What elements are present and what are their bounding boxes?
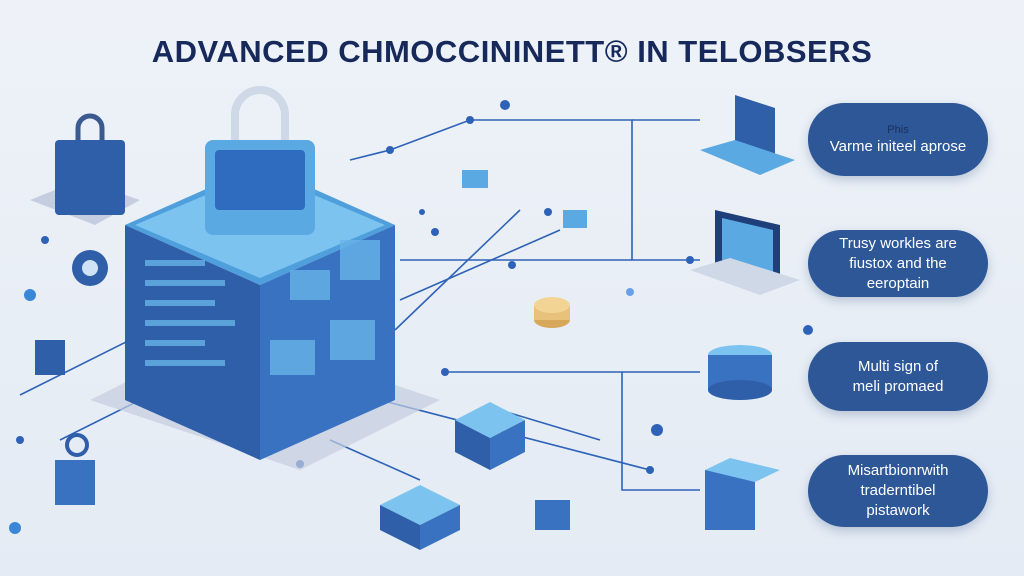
info-pill-2: Trusy workles are fiustox and the eeropt… <box>808 230 988 297</box>
pill-text: Varme initeel aprose <box>829 137 967 155</box>
pill-text: Misartbionrwith <box>847 462 949 479</box>
box-icon-3 <box>535 500 570 530</box>
chip-icon-1 <box>462 170 488 188</box>
pill-text: eeroptain <box>866 274 930 292</box>
small-lock-icon <box>55 433 95 505</box>
pill-label: Phis <box>887 123 909 136</box>
info-pill-4: Misartbionrwith traderntibel pistawork <box>808 455 988 527</box>
server-stack-icon <box>705 458 780 530</box>
database-icon <box>708 345 772 400</box>
pill-text: fiustox and the <box>849 254 947 272</box>
coin-stack-icon <box>534 297 570 328</box>
pill-text: meli promaed <box>852 377 944 395</box>
pill-text: Multi sign of <box>857 357 939 375</box>
disc-icon <box>72 250 108 286</box>
pill-text: traderntibel <box>860 482 936 499</box>
box-icon-2 <box>380 485 460 550</box>
box-icon-1 <box>455 402 525 470</box>
laptop-icon-2 <box>690 210 800 295</box>
info-pill-3: Multi sign of meli promaed <box>808 342 988 411</box>
chip-icon-2 <box>563 210 587 228</box>
pill-text: Trusy workles are <box>839 234 957 252</box>
main-server <box>90 86 440 470</box>
info-pill-1: Phis Varme initeel aprose <box>808 103 988 176</box>
lock-icon <box>30 113 140 225</box>
laptop-icon-1 <box>700 95 795 175</box>
device-icon <box>35 340 65 375</box>
pill-text: pistawork <box>866 502 930 519</box>
page-title: ADVANCED CHMOCCININETT® IN TELOBSERS <box>151 34 873 69</box>
